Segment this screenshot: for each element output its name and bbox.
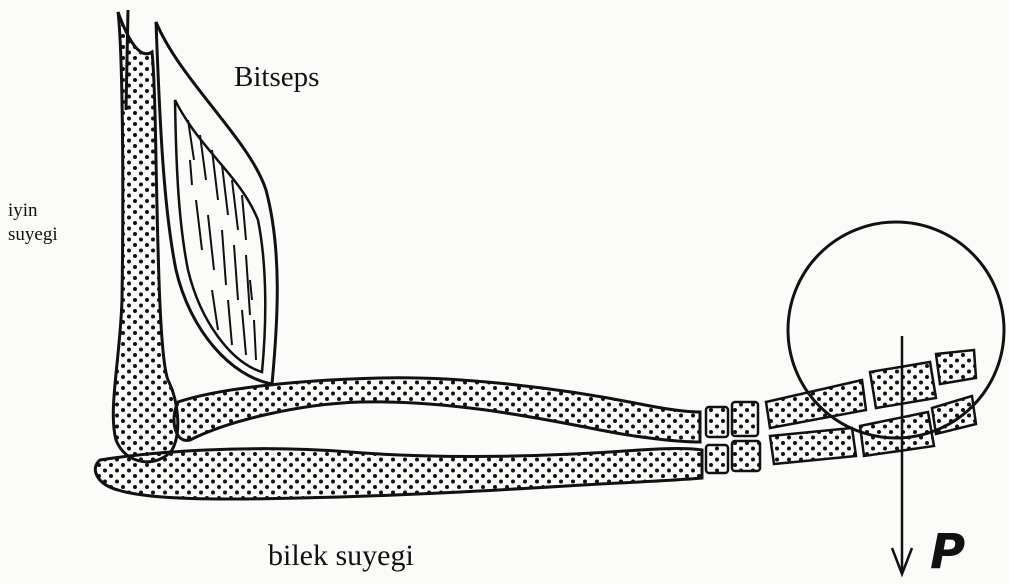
ulna-bone <box>95 449 702 500</box>
force-label: P <box>930 528 965 576</box>
humerus-bone <box>113 10 178 462</box>
biceps-label: Bitseps <box>234 63 319 92</box>
forearm-label: bilek suyegi <box>268 541 414 571</box>
humerus-label: iyin suyegi <box>8 199 58 247</box>
finger-bones <box>766 350 976 464</box>
wrist-bones <box>706 402 760 473</box>
radius-bone <box>174 378 700 442</box>
humerus-label-line2: suyegi <box>8 223 58 247</box>
humerus-label-line1: iyin <box>8 199 58 223</box>
